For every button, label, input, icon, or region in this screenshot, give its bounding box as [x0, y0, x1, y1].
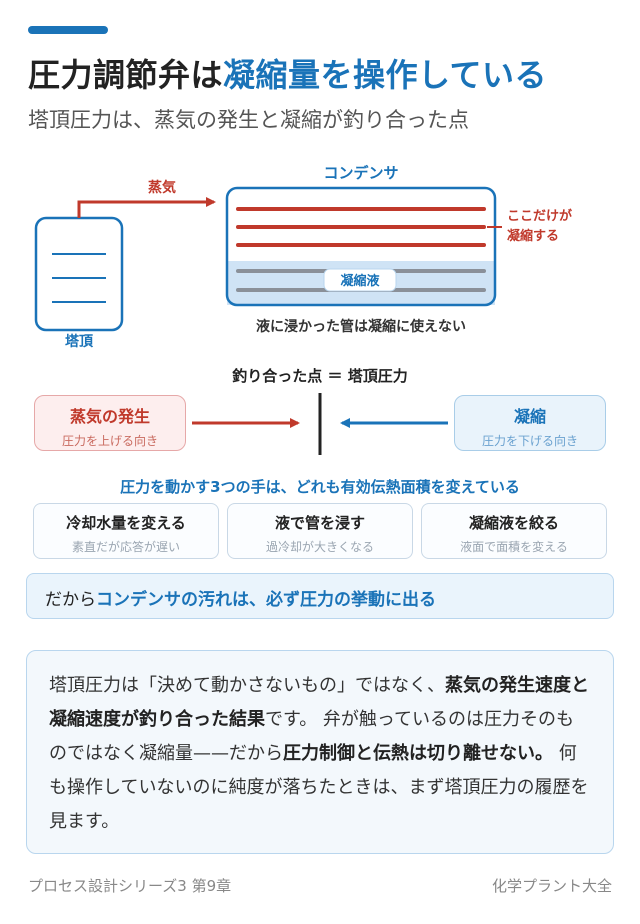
lever-sub: 過冷却が大きくなる — [265, 540, 374, 554]
balance-equation: 釣り合った点 ＝ 塔頂圧力 — [232, 367, 408, 385]
lever-title: 液で管を浸す — [274, 514, 365, 532]
title-highlight: 凝縮量を操作している — [223, 56, 548, 94]
explanation-bold: 圧力制御と伝熱は切り離せない。 — [283, 743, 553, 764]
balance-arrows — [192, 393, 448, 455]
condenser-label: コンデンサ — [323, 164, 398, 182]
accent-bar — [28, 26, 108, 34]
footer-publication: 化学プラント大全 — [491, 877, 612, 895]
callout-prefix: だから — [45, 590, 96, 610]
explanation-box: 塔頂圧力は「決めて動かさないもの」ではなく、蒸気の発生速度と凝縮速度が釣り合った… — [26, 650, 614, 854]
lever-title: 冷却水量を変える — [66, 514, 186, 532]
lever-sub: 液面で面積を変える — [460, 540, 568, 554]
steam-label: 蒸気 — [148, 179, 176, 196]
condensate-label: 凝縮液 — [340, 273, 379, 289]
lever-title: 凝縮液を絞る — [468, 514, 559, 532]
footer-series: プロセス設計シリーズ3 第9章 — [28, 877, 232, 895]
steam-generation-title: 蒸気の発生 — [69, 407, 150, 426]
tower-label: 塔頂 — [65, 333, 94, 350]
lever-sub: 素直だが応答が遅い — [71, 540, 180, 554]
levers-title: 圧力を動かす3つの手は、どれも有効伝熱面積を変えている — [120, 478, 520, 496]
only-here-line1: ここだけが — [507, 208, 572, 224]
condensation-title: 凝縮 — [513, 407, 546, 426]
lever-card: 冷却水量を変える 素直だが応答が遅い — [33, 503, 219, 559]
callout-box: だからコンデンサの汚れは、必ず圧力の挙動に出る — [26, 573, 614, 619]
condenser-diagram: 塔頂 蒸気 コンデンサ 凝縮液 ここだけが 凝縮する 液に浸かった管は凝縮に使え… — [34, 164, 572, 350]
tower-shape — [34, 216, 124, 332]
callout-highlight: コンデンサの汚れは、必ず圧力の挙動に出る — [96, 590, 436, 610]
only-here-line2: 凝縮する — [507, 228, 559, 244]
submerged-note: 液に浸かった管は凝縮に使えない — [256, 318, 466, 335]
page-subtitle: 塔頂圧力は、蒸気の発生と凝縮が釣り合った点 — [28, 108, 469, 132]
condensation-sub: 圧力を下げる向き — [481, 434, 578, 448]
condenser-shell — [225, 186, 497, 307]
page-title: 圧力調節弁は凝縮量を操作している — [28, 56, 548, 94]
steam-arrow — [77, 197, 216, 218]
lever-card: 液で管を浸す 過冷却が大きくなる — [227, 503, 413, 559]
lever-card: 凝縮液を絞る 液面で面積を変える — [421, 503, 607, 559]
steam-generation-box: 蒸気の発生 圧力を上げる向き — [34, 395, 186, 451]
condensation-box: 凝縮 圧力を下げる向き — [454, 395, 606, 451]
condensate-tag — [323, 268, 397, 292]
steam-generation-sub: 圧力を上げる向き — [61, 434, 158, 448]
explanation-bold: 蒸気の発生速度と凝縮速度が釣り合った結果 — [49, 675, 589, 730]
